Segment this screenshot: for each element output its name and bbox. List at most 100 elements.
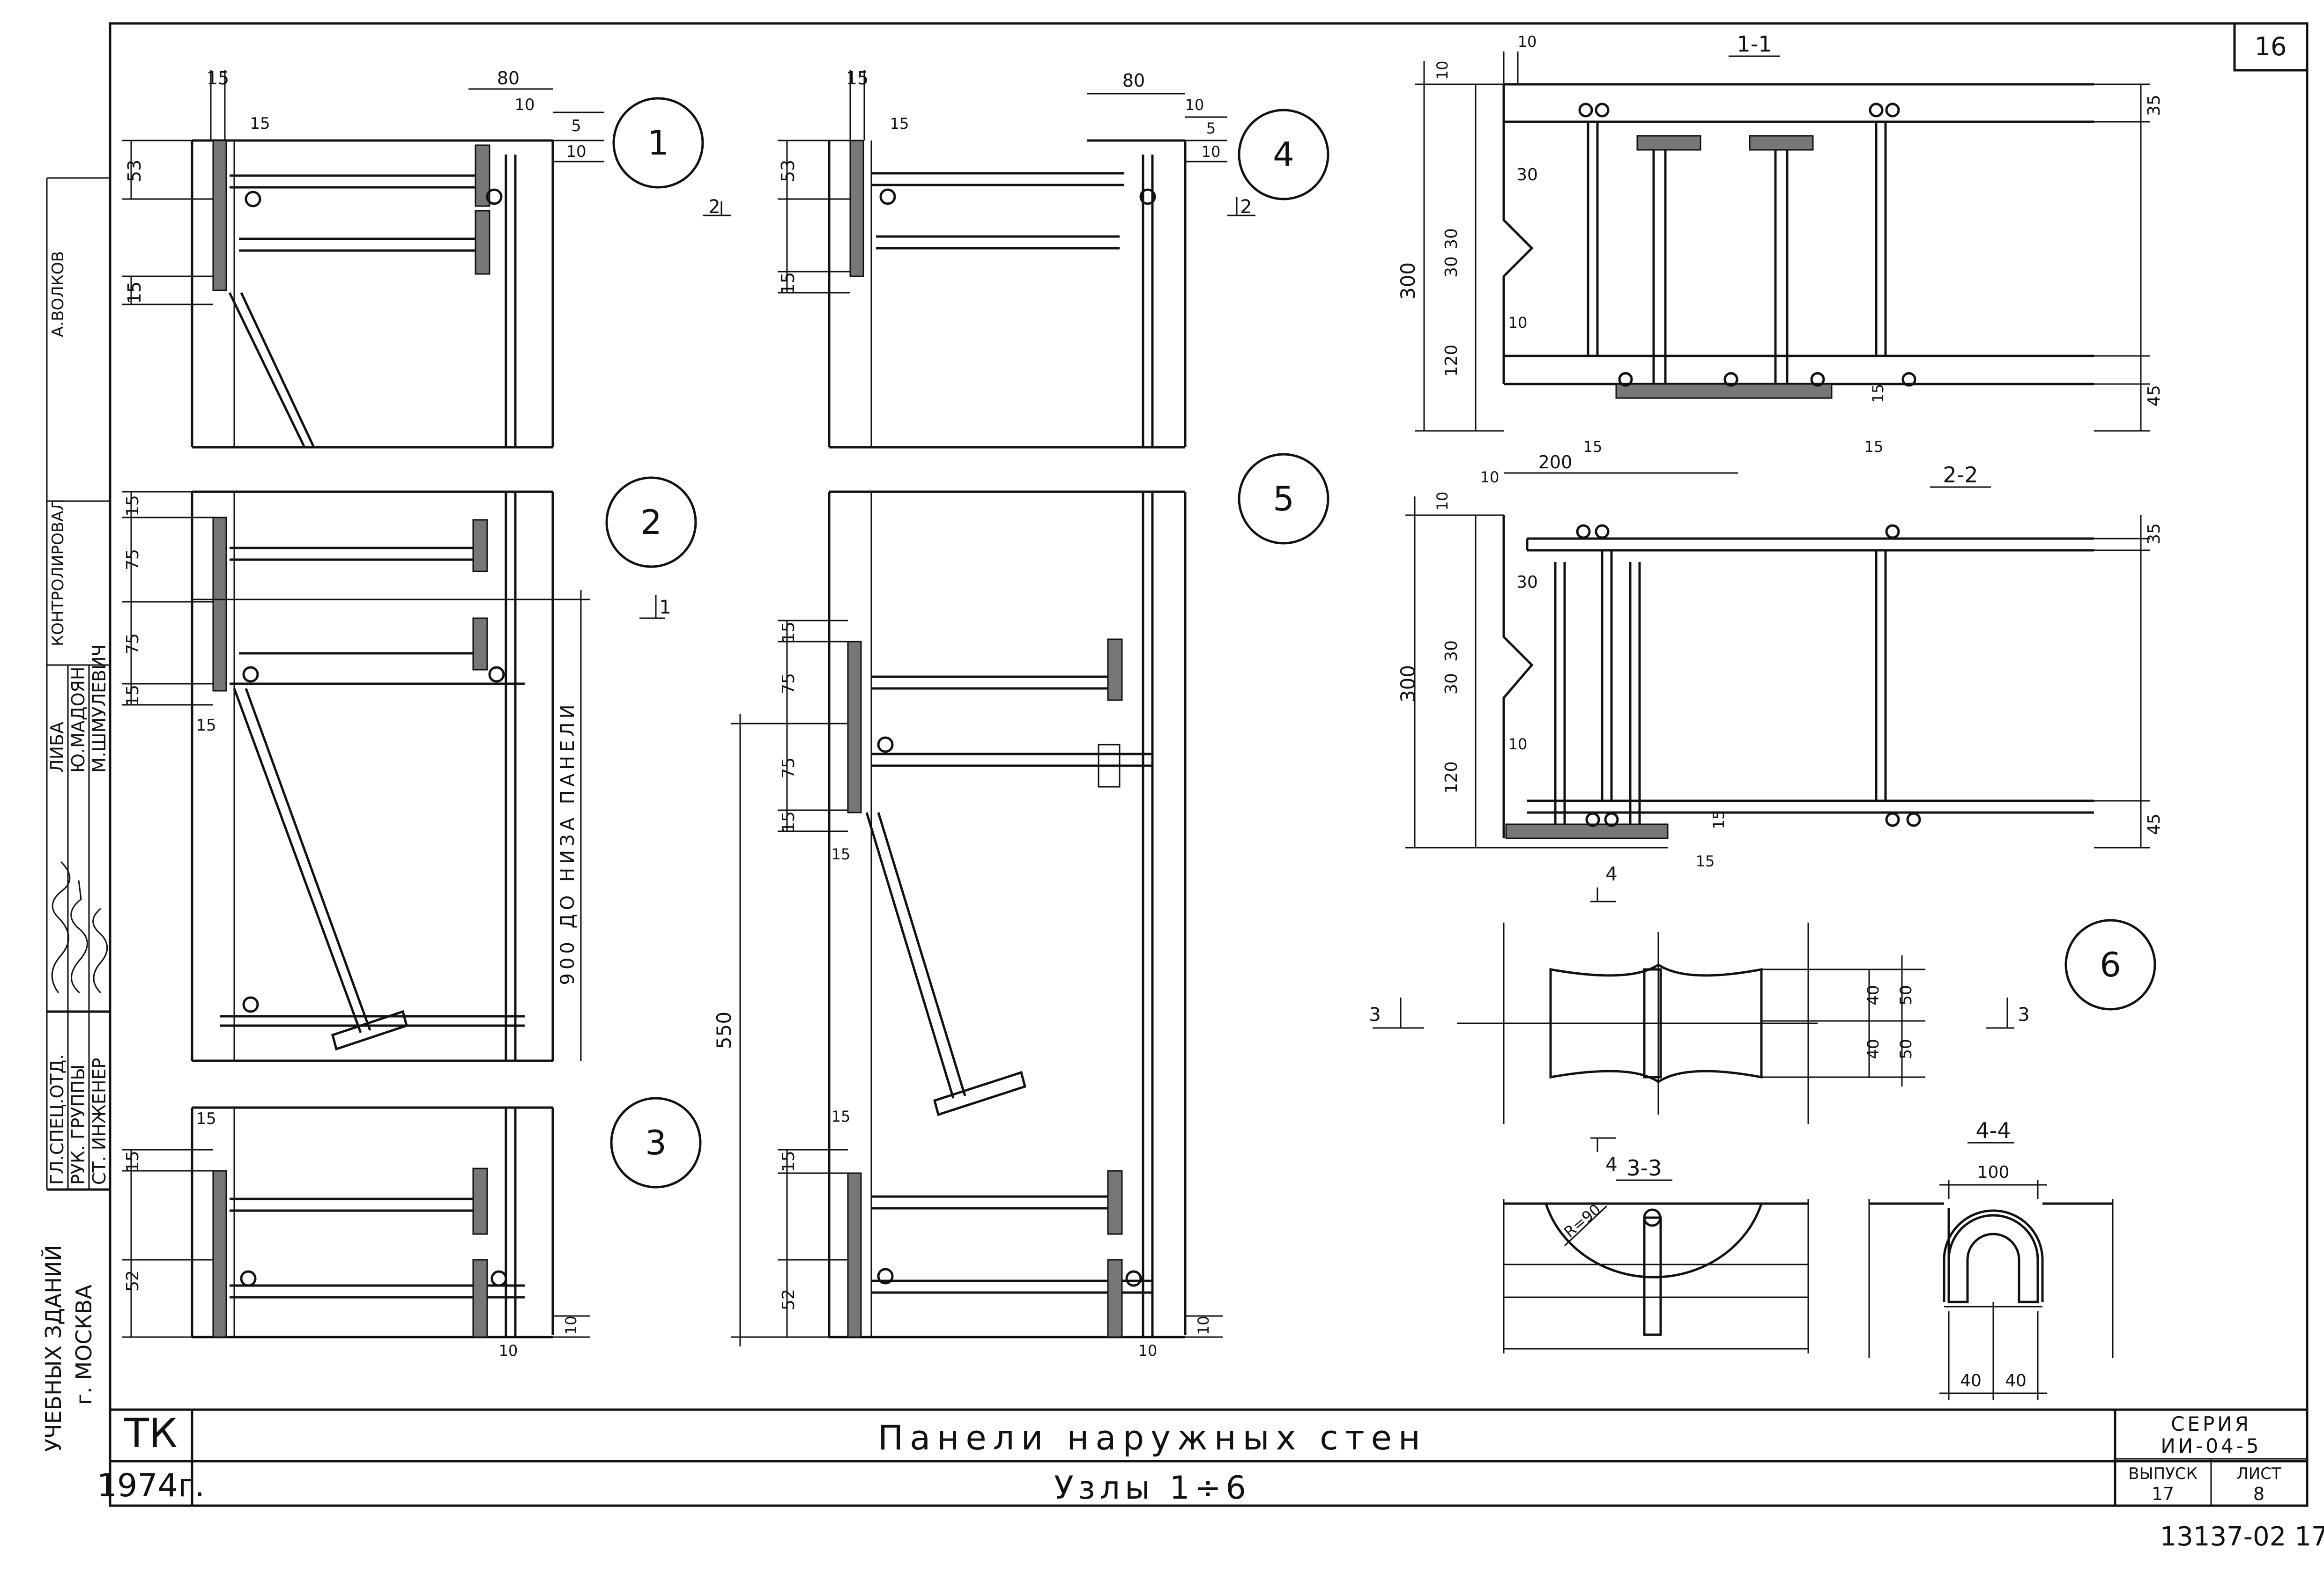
stamp-role-2: РУК. ГРУППЫ <box>68 1065 89 1185</box>
dim-s11-30c: 30 <box>1442 256 1461 278</box>
sheet-subtitle: Узлы 1÷6 <box>1054 1470 1251 1507</box>
dim-5-10b: 10 <box>1138 1342 1158 1360</box>
sheet-number: 16 <box>2255 32 2287 61</box>
node-5-label: 5 <box>1273 479 1294 518</box>
dim-4-53: 53 <box>778 160 798 182</box>
dim-s11-300: 300 <box>1396 262 1419 300</box>
dim-4-4-40a: 40 <box>1960 1371 1982 1390</box>
dim-4-5: 5 <box>1206 119 1216 137</box>
dim-s11-15b: 15 <box>1583 438 1603 456</box>
dim-s22-10a: 10 <box>1433 492 1451 511</box>
dim-1-5: 5 <box>571 117 581 135</box>
dim-s11-10b: 10 <box>1518 33 1537 51</box>
dim-s11-120: 120 <box>1442 345 1461 377</box>
dim-s22-10b: 10 <box>1508 735 1528 753</box>
archive-number: 13137-02 17 <box>2160 1522 2324 1552</box>
signature-1 <box>51 861 71 993</box>
node-6-label: 6 <box>2100 945 2121 984</box>
sheet-label: ЛИСТ <box>2236 1464 2281 1483</box>
node-3-callout <box>610 1097 702 1189</box>
mark-3-a: 3 <box>1369 1004 1381 1026</box>
dim-s11-200: 200 <box>1538 452 1573 473</box>
dim-1-10a: 10 <box>514 96 535 114</box>
sheet-value: 8 <box>2253 1484 2265 1504</box>
section-4-4-title: 4-4 <box>1975 1118 2011 1143</box>
dim-2-75b: 75 <box>123 633 142 655</box>
stamp-top-text-1: КОНТРОЛИРОВАЛ <box>49 499 67 646</box>
dim-2-900: 900 ДО НИЗА ПАНЕЛИ <box>557 701 579 985</box>
stamp-role-1: ГЛ.СПЕЦ.ОТД. <box>47 1054 67 1185</box>
dim-s11-45: 45 <box>2145 385 2164 407</box>
stamp-name-1: ЛИБА <box>47 722 67 773</box>
mark-3-b: 3 <box>2018 1004 2029 1026</box>
dim-5-15b: 15 <box>779 811 798 833</box>
dim-4-15c: 15 <box>778 272 798 295</box>
dim-4-10b: 10 <box>1202 143 1221 161</box>
section-1-1-title: 1-1 <box>1737 31 1772 57</box>
dim-3-10b: 10 <box>499 1342 518 1360</box>
dim-6-40b: 40 <box>1864 1039 1883 1059</box>
dim-3-52: 52 <box>123 1270 142 1292</box>
stamp-name-2: Ю.МАДОЯН <box>68 667 89 773</box>
dim-2-15b: 15 <box>123 685 142 706</box>
signature-2 <box>70 880 88 994</box>
stamp-org-line-1: УЧЕБНЫХ ЗДАНИЙ <box>41 1245 66 1452</box>
mark-2-a: 2 <box>708 196 720 218</box>
dim-s22-30a: 30 <box>1516 573 1538 592</box>
dim-5-15d: 15 <box>832 1108 851 1125</box>
dim-6-40a: 40 <box>1864 985 1883 1005</box>
dim-s11-10c: 10 <box>1508 314 1528 332</box>
node-5-callout <box>1238 453 1329 545</box>
node-4 <box>778 70 1255 449</box>
dim-4-10a: 10 <box>1185 96 1204 114</box>
dim-s22-45: 45 <box>2145 813 2164 835</box>
dim-2-15a: 15 <box>123 495 142 517</box>
dim-1-10b: 10 <box>566 142 586 161</box>
dim-4-4-40b: 40 <box>2005 1371 2027 1390</box>
node-2 <box>122 490 665 1062</box>
dim-s11-15a: 15 <box>1869 384 1887 403</box>
dim-1-15b: 15 <box>250 114 270 133</box>
dim-s11-10d: 10 <box>1480 468 1500 486</box>
dim-s22-15a: 15 <box>1710 810 1728 829</box>
dim-s22-15b: 15 <box>1696 852 1715 870</box>
node-1-label: 1 <box>647 123 669 163</box>
sheet-frame <box>109 22 2309 1507</box>
dim-5-10a: 10 <box>1195 1316 1212 1335</box>
dim-2-75a: 75 <box>123 549 142 570</box>
title-block: ТК 1974г. Панели наружных стен Узлы 1÷6 … <box>97 1410 2281 1507</box>
dim-s22-35: 35 <box>2145 523 2164 545</box>
section-3-3-title: 3-3 <box>1626 1155 1662 1181</box>
dim-1-15c: 15 <box>124 281 145 304</box>
dim-s22-120: 120 <box>1442 761 1461 794</box>
dim-s22-30c: 30 <box>1442 673 1461 695</box>
section-2-2 <box>1405 486 2150 849</box>
series-value: ИИ-04-5 <box>2161 1434 2261 1457</box>
dim-r90: R=90 <box>1560 1200 1604 1241</box>
node-1-callout <box>612 97 704 189</box>
dim-6-50b: 50 <box>1897 1039 1916 1059</box>
section-1-1 <box>1415 52 2150 474</box>
dim-4-15b: 15 <box>890 115 909 133</box>
dim-s11-10a: 10 <box>1433 61 1451 80</box>
side-stamp: ГЛ.СПЕЦ.ОТД. РУК. ГРУППЫ СТ. ИНЖЕНЕР ЛИБ… <box>41 177 110 1452</box>
node-4-callout <box>1238 109 1329 200</box>
section-4-4 <box>1868 1142 2114 1400</box>
dim-5-75b: 75 <box>779 757 798 779</box>
stamp-org-line-2: г. МОСКВА <box>71 1284 97 1405</box>
node-2-label: 2 <box>640 503 662 542</box>
section-3-3 <box>1503 1179 1809 1353</box>
node-3 <box>122 1106 590 1338</box>
dim-5-15c: 15 <box>832 845 851 863</box>
series-label: СЕРИЯ <box>2171 1412 2251 1435</box>
dim-5-52: 52 <box>779 1289 798 1310</box>
dim-5-15e: 15 <box>779 1151 798 1172</box>
dim-4-15a: 15 <box>846 68 869 89</box>
dim-1-15: 15 <box>207 68 229 89</box>
mark-4-b: 4 <box>1605 1154 1617 1175</box>
year: 1974г. <box>97 1467 205 1504</box>
dim-4-4-100: 100 <box>1977 1163 2010 1182</box>
org-mark: ТК <box>124 1410 178 1457</box>
dim-6-50a: 50 <box>1897 985 1916 1005</box>
stamp-role-3: СТ. ИНЖЕНЕР <box>89 1058 110 1185</box>
